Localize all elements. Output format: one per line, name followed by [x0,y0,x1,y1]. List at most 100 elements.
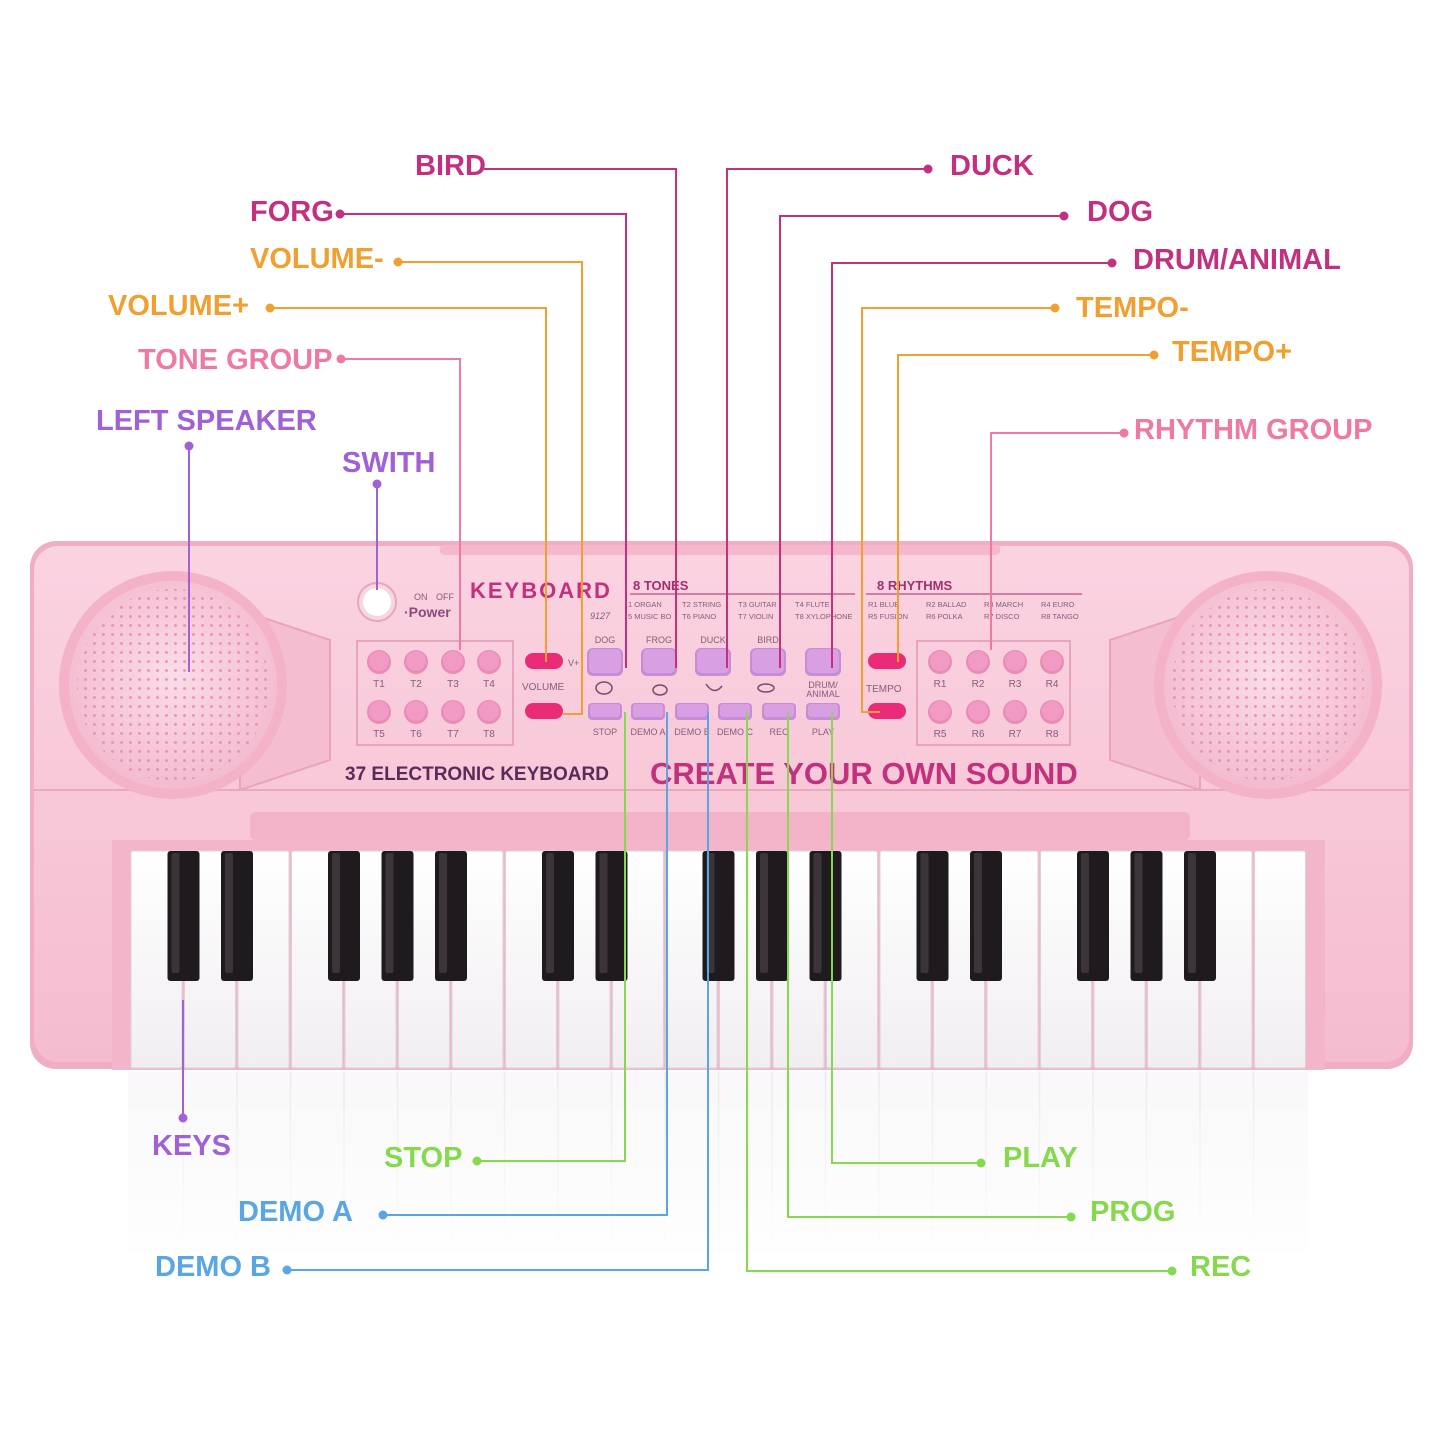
black-key-highlight [813,853,822,973]
black-key-highlight [920,853,929,973]
tempo-minus-button[interactable] [868,653,906,669]
leader-dot [1066,1212,1076,1222]
animal-button-1[interactable] [641,648,677,676]
piano-keys [130,850,1306,1069]
callout-volume-plus: VOLUME+ [108,290,249,322]
callout-forg: FORG [250,196,334,228]
rhythm-button-r1[interactable] [928,650,952,674]
bird-icon [757,683,775,693]
power-on-label: ON [414,592,428,602]
tone-button-t1[interactable] [367,650,391,674]
function-button-demo-a[interactable] [631,703,665,720]
callout-prog: PROG [1090,1196,1175,1228]
animal-button-3[interactable] [750,648,786,676]
rhythm-button-r2[interactable] [966,650,990,674]
function-button-demo-b[interactable] [675,703,709,720]
tone-button-t2[interactable] [404,650,428,674]
tone-button-t7[interactable] [441,700,465,724]
tone-list-item: T7 VIOLIN [738,612,773,621]
leader-dot [1050,303,1060,313]
drum-icon [595,681,613,695]
leader-line [270,307,547,662]
leader-line [341,358,461,650]
rhythm-list-item: R3 MARCH [984,600,1023,609]
right-speaker [1109,571,1382,799]
volume-plus-mark: V+ [568,658,579,668]
leader-dot [378,1210,388,1220]
tone-button-label: T8 [483,729,495,740]
animal-button-0[interactable] [587,648,623,676]
function-button-demo-c[interactable] [718,703,752,720]
tone-button-label: T4 [483,679,495,690]
rhythm-list-item: R8 TANGO [1041,612,1079,621]
rhythm-button-r8[interactable] [1040,700,1064,724]
leader-line [477,712,626,1162]
volume-plus-button[interactable] [525,653,563,669]
function-button-label: STOP [593,727,617,737]
brand-label: KEYBOARD [470,578,612,603]
callout-rhythm-group: RHYTHM GROUP [1134,414,1372,446]
callout-demo-a: DEMO A [238,1196,353,1228]
animal-button-label: DUCK [700,635,726,645]
keys-reflection [120,1068,1320,1258]
tone-button-label: T7 [447,729,459,740]
volume-minus-button[interactable] [525,703,563,719]
black-key-highlight [1081,853,1089,973]
tone-button-t4[interactable] [477,650,501,674]
tone-group-frame [356,640,514,746]
callout-tempo-minus: TEMPO- [1076,292,1189,324]
callout-stop: STOP [384,1142,462,1174]
black-key-highlight [1188,853,1196,973]
power-switch[interactable] [357,582,397,622]
animal-button-4[interactable] [805,648,841,676]
tone-button-t8[interactable] [477,700,501,724]
leader-dot [372,479,382,489]
left-speaker [59,571,331,799]
tone-list-item: T8 XYLOPHONE [795,612,853,621]
tone-button-t3[interactable] [441,650,465,674]
rhythm-list-item: R1 BLUE [868,600,899,609]
tone-button-label: T6 [410,729,422,740]
rhythm-button-r4[interactable] [1040,650,1064,674]
leader-dot [393,257,403,267]
function-button-label: DEMO C [717,727,754,737]
callout-play: PLAY [1003,1142,1078,1174]
leader-line [484,168,677,668]
leader-line [746,712,1172,1272]
tone-button-label: T2 [410,679,422,690]
rhythm-button-r7[interactable] [1003,700,1027,724]
leader-line [287,712,709,1271]
tempo-plus-button[interactable] [868,703,906,719]
function-button-play[interactable] [806,703,840,720]
tone-list-item: 5 MUSIC BO [628,612,672,621]
animal-button-2[interactable] [695,648,731,676]
leader-line [787,712,1071,1218]
function-button-stop[interactable] [588,703,622,720]
leader-dot [335,209,345,219]
tone-button-t5[interactable] [367,700,391,724]
black-key-highlight [974,853,982,973]
tone-button-t6[interactable] [404,700,428,724]
leader-line [831,262,1112,668]
leader-dot [1107,258,1117,268]
leader-line [897,354,1154,662]
leader-dot [1149,350,1159,360]
function-button-rec[interactable] [762,703,796,720]
callout-tempo-plus: TEMPO+ [1172,336,1292,368]
power-label: ·Power [404,604,451,620]
rhythms-header: 8 RHYTHMS [877,578,952,593]
white-key[interactable] [1254,850,1306,1069]
rhythm-button-r6[interactable] [966,700,990,724]
leader-dot [923,164,933,174]
black-key-highlight [439,853,447,973]
volume-label: VOLUME [522,682,565,693]
rhythm-button-r5[interactable] [928,700,952,724]
tone-list-item: T3 GUITAR [738,600,777,609]
rhythm-list-item: R4 EURO [1041,600,1075,609]
rhythm-list-item: R2 BALLAD [926,600,967,609]
rhythm-button-r3[interactable] [1003,650,1027,674]
